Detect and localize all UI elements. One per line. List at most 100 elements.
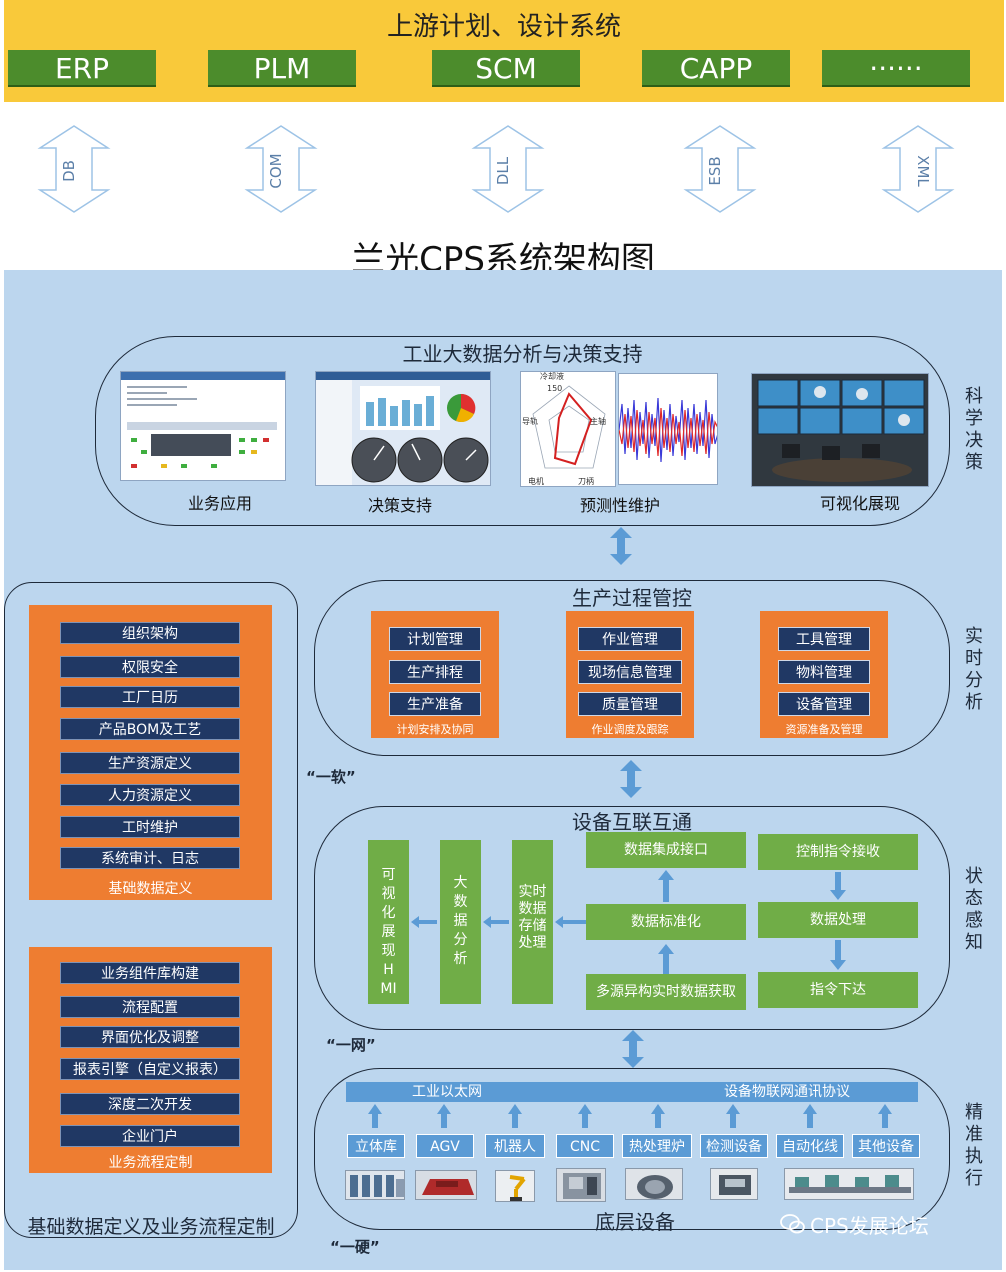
device-robot: 机器人 [485, 1134, 545, 1158]
control-room-photo [751, 373, 929, 487]
decision-side-label: 科学决策 [962, 386, 986, 474]
radar-label-rail: 导轨 [522, 416, 538, 427]
arrow-decision-production [608, 527, 634, 565]
flow-custom-label: 业务流程定制 [29, 1152, 272, 1172]
caption-visualization: 可视化展现 [800, 490, 920, 514]
radar-label-motor: 电机 [528, 476, 544, 487]
device-arrow-1 [368, 1104, 382, 1128]
wechat-icon [780, 1212, 804, 1236]
execution-side-label: 精准执行 [962, 1102, 986, 1190]
basic-item-org: 组织架构 [60, 622, 240, 644]
decision-title: 工业大数据分析与决策支持 [95, 338, 950, 367]
system-capp: CAPP [642, 50, 790, 87]
arrow-acquire-to-standard [658, 944, 674, 974]
device-inspection: 检测设备 [700, 1134, 768, 1158]
arrow-receive-to-process [830, 872, 846, 900]
device-image-inspection [710, 1168, 758, 1200]
left-panel-title: 基础数据定义及业务流程定制 [4, 1212, 298, 1239]
business-app-screenshot [120, 371, 286, 481]
arrow-standard-to-integration [658, 870, 674, 902]
caption-decision-support: 决策支持 [340, 492, 460, 516]
system-erp: ERP [8, 50, 156, 87]
interconnect-title: 设备互联互通 [314, 806, 950, 835]
radar-label-holder: 刀柄 [578, 476, 594, 487]
basic-item-calendar: 工厂日历 [60, 686, 240, 708]
flow-item-portal: 企业门户 [60, 1125, 240, 1147]
prod-item-tool: 工具管理 [778, 627, 870, 651]
arrow-standard-to-storage [555, 916, 586, 928]
device-agv: AGV [416, 1134, 474, 1158]
radar-chart [520, 371, 616, 487]
production-side-label: 实时分析 [962, 626, 986, 714]
basic-item-resource: 生产资源定义 [60, 752, 240, 774]
device-image-warehouse [345, 1170, 405, 1200]
prod-item-plan-mgmt: 计划管理 [389, 627, 481, 651]
interconnect-arrows [400, 860, 940, 990]
prod-item-field-info: 现场信息管理 [578, 660, 682, 684]
prod-item-material: 物料管理 [778, 660, 870, 684]
arrow-storage-to-bigdata [483, 916, 509, 928]
interface-db: DB [60, 156, 88, 186]
network-ethernet: 工业以太网 [412, 1082, 482, 1102]
execution-title: 底层设备 [560, 1206, 710, 1235]
device-image-furnace [625, 1168, 683, 1200]
radar-tick: 150 [547, 384, 562, 393]
soft-label: “一软” [306, 766, 356, 787]
arrow-process-to-issue [830, 940, 846, 970]
prod-item-preparation: 生产准备 [389, 692, 481, 716]
basic-item-audit: 系统审计、日志 [60, 847, 240, 869]
production-group-plan-label: 计划安排及协同 [371, 721, 499, 737]
device-image-agv [415, 1170, 477, 1200]
arrow-production-interconnect [618, 760, 644, 798]
net-label: “一网” [326, 1034, 376, 1055]
interface-com: COM [267, 153, 295, 189]
device-cnc: CNC [556, 1134, 614, 1158]
interface-xml: XML [904, 154, 932, 188]
hard-label: “一硬” [330, 1236, 380, 1257]
device-heat-furnace: 热处理炉 [622, 1134, 692, 1158]
prod-item-equipment: 设备管理 [778, 692, 870, 716]
device-arrow-3 [508, 1104, 522, 1128]
device-image-robot [495, 1170, 535, 1202]
basic-item-permission: 权限安全 [60, 656, 240, 678]
basic-item-bom: 产品BOM及工艺 [60, 718, 240, 740]
arrow-bigdata-to-hmi [411, 916, 437, 928]
basic-data-label: 基础数据定义 [29, 878, 272, 898]
radar-label-spindle: 主轴 [590, 416, 606, 427]
interconnect-side-label: 状态感知 [962, 866, 986, 954]
device-automation-line: 自动化线 [776, 1134, 844, 1158]
device-other: 其他设备 [852, 1134, 920, 1158]
interface-dll: DLL [494, 155, 522, 187]
device-arrow-4 [578, 1104, 592, 1128]
device-stereo-warehouse: 立体库 [347, 1134, 405, 1158]
caption-business-app: 业务应用 [160, 490, 280, 514]
caption-predictive-maintenance: 预测性维护 [560, 492, 680, 516]
flow-item-secondary-dev: 深度二次开发 [60, 1093, 240, 1115]
production-title: 生产过程管控 [314, 582, 950, 611]
device-arrow-7 [803, 1104, 817, 1128]
device-arrow-8 [878, 1104, 892, 1128]
prod-item-scheduling: 生产排程 [389, 660, 481, 684]
production-group-operation-label: 作业调度及跟踪 [566, 721, 694, 737]
flow-item-process-config: 流程配置 [60, 996, 240, 1018]
upstream-title: 上游计划、设计系统 [4, 6, 1004, 43]
watermark-text: CPS发展论坛 [810, 1210, 929, 1239]
arrow-interconnect-execution [620, 1030, 646, 1068]
interface-esb: ESB [706, 154, 734, 188]
device-arrow-2 [437, 1104, 451, 1128]
decision-support-screenshot [315, 371, 491, 486]
system-plm: PLM [208, 50, 356, 87]
device-up-arrows [340, 1102, 920, 1132]
device-arrow-6 [726, 1104, 740, 1128]
basic-item-labor-time: 工时维护 [60, 816, 240, 838]
flow-item-report-engine: 报表引擎（自定义报表） [60, 1058, 240, 1080]
device-image-cnc [556, 1168, 606, 1202]
waveform-chart [618, 373, 718, 485]
network-iot-protocol: 设备物联网通讯协议 [724, 1082, 850, 1102]
prod-item-job-mgmt: 作业管理 [578, 627, 682, 651]
flow-item-ui-tuning: 界面优化及调整 [60, 1026, 240, 1048]
system-more: ······ [822, 50, 970, 87]
device-arrow-5 [651, 1104, 665, 1128]
prod-item-quality: 质量管理 [578, 692, 682, 716]
basic-item-hr: 人力资源定义 [60, 784, 240, 806]
